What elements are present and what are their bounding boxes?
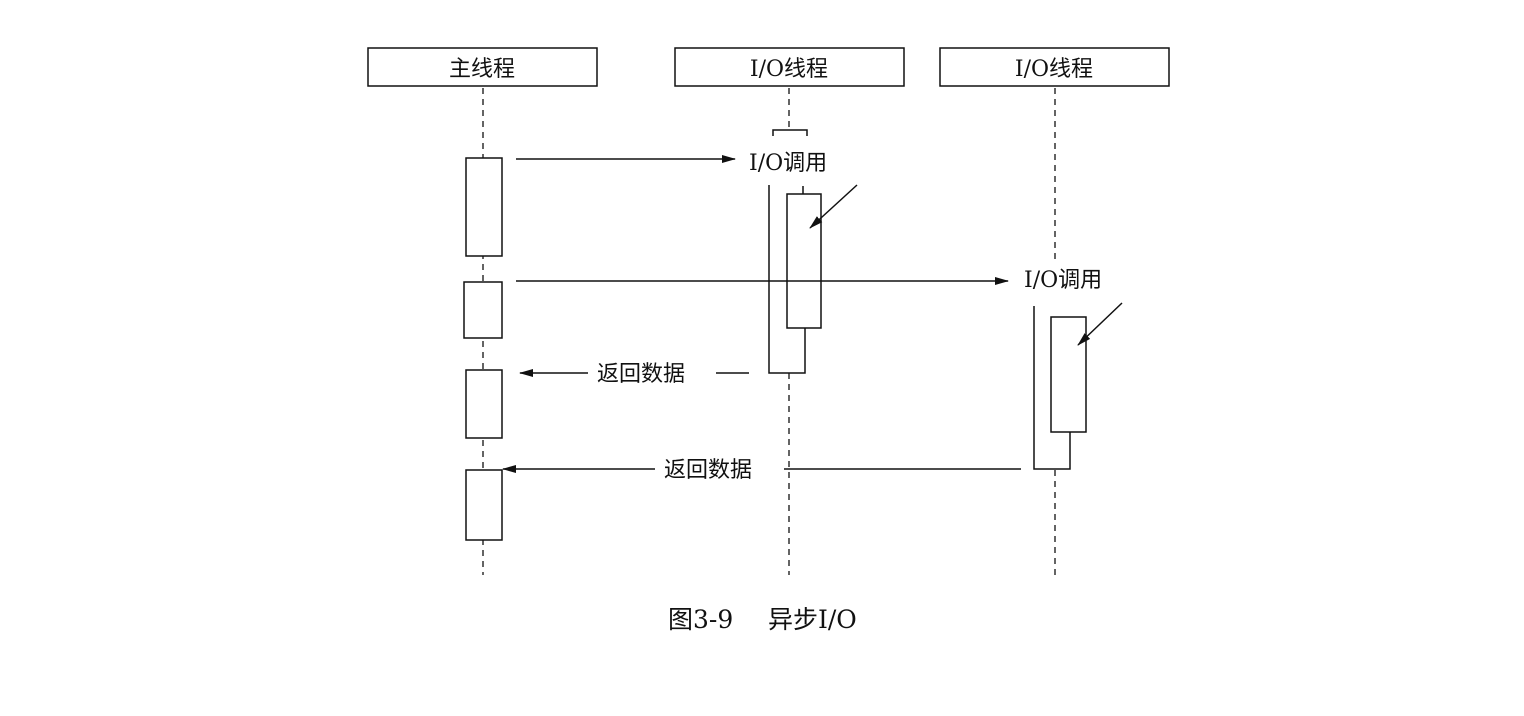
lane-header-main-thread: 主线程 — [367, 47, 598, 87]
lane-header-io-thread-2: I/O线程 — [939, 47, 1170, 87]
figure-title: 异步I/O — [768, 605, 857, 634]
call-label-2: I/O调用 — [1024, 268, 1102, 293]
io-thread-2-execution-frame — [1033, 306, 1071, 470]
lane-label-io-thread-1: I/O线程 — [750, 57, 828, 82]
main-activation-4 — [465, 469, 503, 541]
main-activation-1 — [465, 157, 503, 257]
return-label-2: 返回数据 — [664, 458, 752, 483]
io-thread-1-bracket — [772, 129, 808, 136]
return-label-1: 返回数据 — [597, 362, 685, 387]
main-activation-3 — [465, 369, 503, 439]
io-thread-1-pointer-arrow — [809, 184, 858, 229]
io-thread-2-pointer-arrow — [1077, 302, 1123, 346]
figure-number: 图3-9 — [668, 605, 733, 634]
lane-header-io-thread-1: I/O线程 — [674, 47, 905, 87]
io-thread-1-activation — [786, 193, 822, 329]
io-thread-1-execution-frame — [768, 185, 806, 374]
io-thread-2-activation — [1050, 316, 1087, 433]
lane-label-main-thread: 主线程 — [449, 57, 515, 82]
main-activation-2 — [463, 281, 503, 339]
call-label-1: I/O调用 — [749, 151, 827, 176]
lane-label-io-thread-2: I/O线程 — [1015, 57, 1093, 82]
